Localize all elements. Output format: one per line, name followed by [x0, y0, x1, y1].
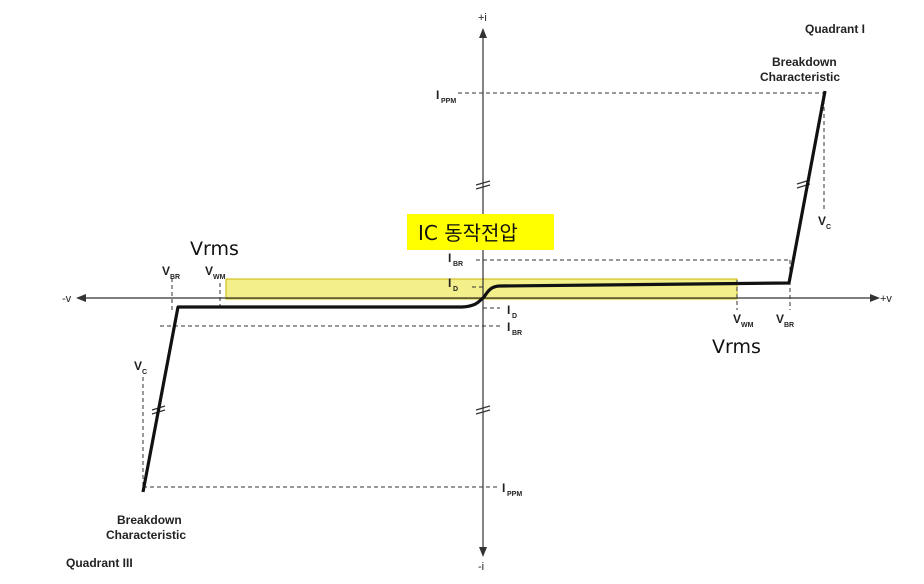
- svg-text:I: I: [502, 481, 505, 495]
- svg-text:PPM: PPM: [507, 491, 522, 498]
- iv-curve: [141, 90, 827, 493]
- neg-v-label: -v: [62, 293, 72, 305]
- axis-arrow-down: [479, 547, 487, 557]
- dashed-reference-lines: [142, 92, 825, 490]
- label-id-top: I D: [448, 276, 458, 293]
- svg-text:D: D: [512, 313, 517, 320]
- svg-text:I: I: [507, 303, 510, 317]
- label-vbr-left: V BR: [162, 264, 180, 281]
- svg-text:D: D: [453, 286, 458, 293]
- svg-text:WM: WM: [213, 274, 226, 281]
- label-ippm-top: I PPM: [436, 88, 456, 105]
- ic-operating-range-highlight: [225, 278, 738, 300]
- svg-text:C: C: [826, 224, 831, 231]
- svg-text:C: C: [142, 369, 147, 376]
- svg-text:BR: BR: [453, 261, 463, 268]
- svg-text:V: V: [162, 264, 170, 278]
- vrms-right-label: Vrms: [712, 336, 761, 358]
- svg-text:BR: BR: [170, 274, 180, 281]
- svg-text:V: V: [733, 312, 741, 326]
- svg-text:WM: WM: [741, 322, 754, 329]
- label-id-bottom: I D: [507, 303, 517, 320]
- breakdown-upper-line1: Breakdown: [772, 55, 837, 69]
- axis-arrow-right: [870, 294, 880, 302]
- svg-text:V: V: [134, 359, 142, 373]
- vrms-left-label: Vrms: [190, 238, 239, 260]
- label-vc-left: V C: [134, 359, 147, 376]
- svg-text:I: I: [448, 251, 451, 265]
- svg-text:BR: BR: [784, 322, 794, 329]
- label-vwm-left: V WM: [205, 264, 226, 281]
- svg-text:BR: BR: [512, 330, 522, 337]
- svg-text:V: V: [776, 312, 784, 326]
- breakdown-lower-line1: Breakdown: [117, 513, 182, 527]
- quadrant-3-label: Quadrant III: [66, 556, 133, 570]
- pos-i-label: +i: [478, 12, 487, 24]
- axis-arrow-left: [76, 294, 86, 302]
- neg-i-label: -i: [478, 561, 484, 573]
- axis-arrow-up: [479, 28, 487, 38]
- breakdown-lower-line2: Characteristic: [106, 528, 186, 542]
- ic-operating-voltage-label: IC 동작전압: [418, 221, 518, 245]
- label-vbr-right: V BR: [776, 312, 794, 329]
- svg-text:V: V: [205, 264, 213, 278]
- label-ibr-top: I BR: [448, 251, 463, 268]
- label-vc-right: V C: [818, 214, 831, 231]
- quadrant-1-label: Quadrant I: [805, 22, 865, 36]
- svg-text:V: V: [818, 214, 826, 228]
- svg-text:I: I: [448, 276, 451, 290]
- svg-text:I: I: [436, 88, 439, 102]
- label-ippm-bottom: I PPM: [502, 481, 522, 498]
- label-vwm-right: V WM: [733, 312, 754, 329]
- svg-text:I: I: [507, 320, 510, 334]
- pos-v-label: +v: [880, 293, 892, 305]
- svg-text:PPM: PPM: [441, 98, 456, 105]
- breakdown-upper-line2: Characteristic: [760, 70, 840, 84]
- label-ibr-bottom: I BR: [507, 320, 522, 337]
- ic-label-box: [407, 214, 554, 250]
